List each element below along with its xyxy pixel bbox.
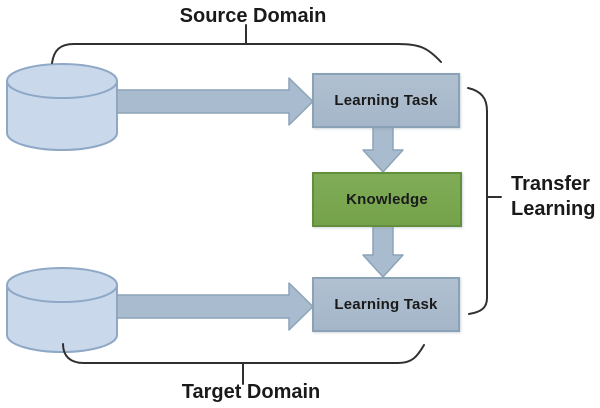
transfer-learning-label-line1: Transfer <box>511 173 590 195</box>
target-learning-task-node: Learning Task <box>312 277 460 332</box>
target-domain-brace-line <box>62 343 425 364</box>
target-database-icon <box>6 267 118 353</box>
task-to-knowledge-arrow-icon <box>362 126 404 173</box>
source-database-top <box>6 63 118 99</box>
transfer-learning-label-line2: Learning <box>511 198 596 220</box>
knowledge-node: Knowledge <box>312 172 462 227</box>
source-learning-task-node: Learning Task <box>312 73 460 128</box>
source-domain-brace-line <box>51 43 442 64</box>
transfer-learning-brace <box>467 87 502 315</box>
target-learning-task-label: Learning Task <box>334 296 438 313</box>
target-database-top <box>6 267 118 303</box>
source-data-flow-arrow-icon <box>116 77 314 126</box>
transfer-learning-brace-line <box>467 87 488 315</box>
target-data-flow-arrow-icon <box>116 282 314 331</box>
knowledge-label: Knowledge <box>346 191 428 208</box>
target-domain-label: Target Domain <box>181 381 321 403</box>
source-domain-brace <box>51 24 442 64</box>
transfer-learning-label: Transfer Learning <box>511 172 600 222</box>
target-domain-brace <box>62 343 425 385</box>
knowledge-to-task-arrow-icon <box>362 225 404 278</box>
source-database-icon <box>6 63 118 151</box>
source-learning-task-label: Learning Task <box>334 92 438 109</box>
source-domain-label: Source Domain <box>179 5 327 27</box>
source-database-body <box>6 80 118 151</box>
